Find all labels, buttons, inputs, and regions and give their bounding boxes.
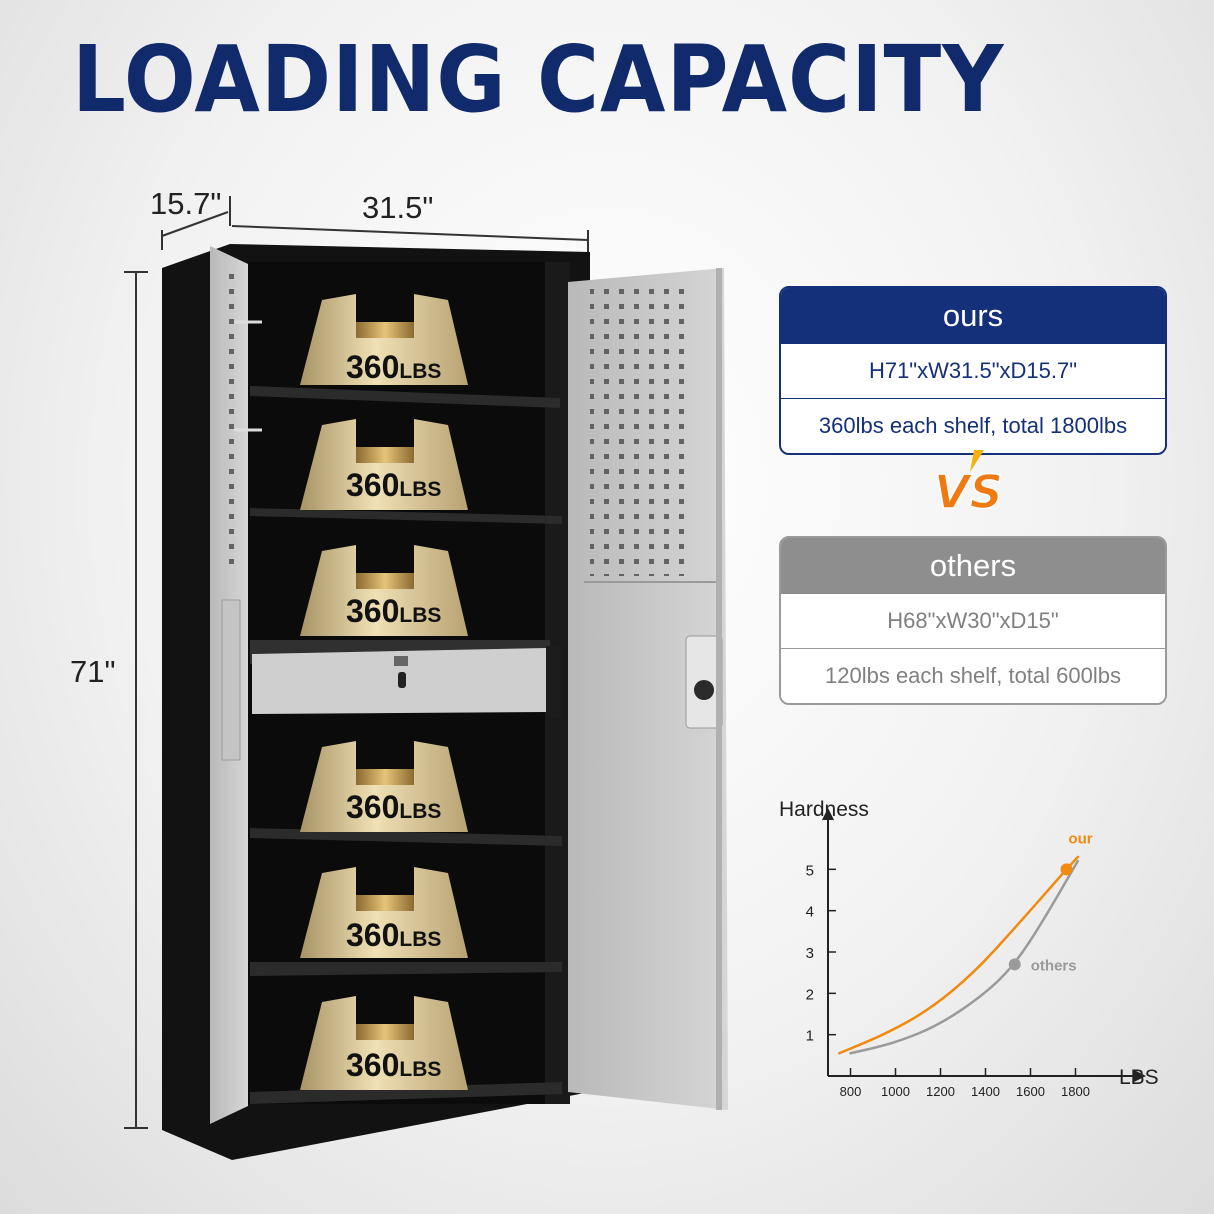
series-label-our: our [1068,830,1092,847]
drawer [250,640,562,718]
weight-label-3: 360LBS [346,593,441,629]
depth-label: 15.7" [150,186,222,221]
weight-label-2: 360LBS [346,467,441,503]
series-line-others [849,859,1079,1055]
weight-block-2 [300,419,468,510]
cabinet-illustration: 360LBS 360LBS 360LBS 360LBS 360LBS 360LB… [124,196,728,1160]
y-tick-label: 1 [806,1028,814,1045]
weight-block-5 [300,867,468,958]
series-point-others [1008,958,1021,971]
ours-header: ours [781,288,1165,344]
door-lock-icon [694,680,714,700]
page-title: LOADING CAPACITY [72,26,1005,133]
y-axis-arrow [822,808,834,820]
vs-text: VS [934,465,1003,519]
vs-badge: VS [933,450,1003,520]
others-dimensions: H68"xW30"xD15" [781,594,1165,648]
x-tick-label: 800 [840,1084,862,1099]
x-tick-label: 1600 [1016,1084,1045,1099]
weight-block-4 [300,741,468,832]
ours-dimensions: H71"xW31.5"xD15.7" [781,344,1165,398]
y-axis-label: Hardness [779,798,869,821]
ours-capacity: 360lbs each shelf, total 1800lbs [781,398,1165,453]
height-label: 71" [70,654,116,689]
weight-block-1 [300,294,468,385]
weight-label-5: 360LBS [346,917,441,953]
others-card: others H68"xW30"xD15" 120lbs each shelf,… [779,536,1167,705]
shelves [250,386,562,1104]
y-tick-label: 5 [806,862,814,879]
x-axis-arrow [1134,1070,1146,1082]
x-tick-label: 1800 [1061,1084,1090,1099]
x-tick-label: 1000 [881,1084,910,1099]
right-door [568,268,728,1110]
ours-card: ours H71"xW31.5"xD15.7" 360lbs each shel… [779,286,1167,455]
series-point-our [1060,863,1073,876]
y-tick-label: 4 [806,904,814,921]
weight-label-6: 360LBS [346,1047,441,1083]
weight-block-3 [300,545,468,636]
x-tick-label: 1200 [926,1084,955,1099]
others-header: others [781,538,1165,594]
width-label: 31.5" [362,190,434,225]
y-tick-label: 3 [806,945,814,962]
weight-label-4: 360LBS [346,789,441,825]
weight-block-6 [300,996,468,1090]
series-line-our [838,855,1079,1055]
dimension-lines [124,196,589,1129]
hardness-chart: Hardness LBS 123458001000120014001600180… [779,798,1159,1099]
x-tick-label: 1400 [971,1084,1000,1099]
y-tick-label: 2 [806,986,814,1003]
weight-label-1: 360LBS [346,349,441,385]
series-label-others: others [1031,957,1077,974]
left-door [210,246,262,1124]
others-capacity: 120lbs each shelf, total 600lbs [781,648,1165,703]
